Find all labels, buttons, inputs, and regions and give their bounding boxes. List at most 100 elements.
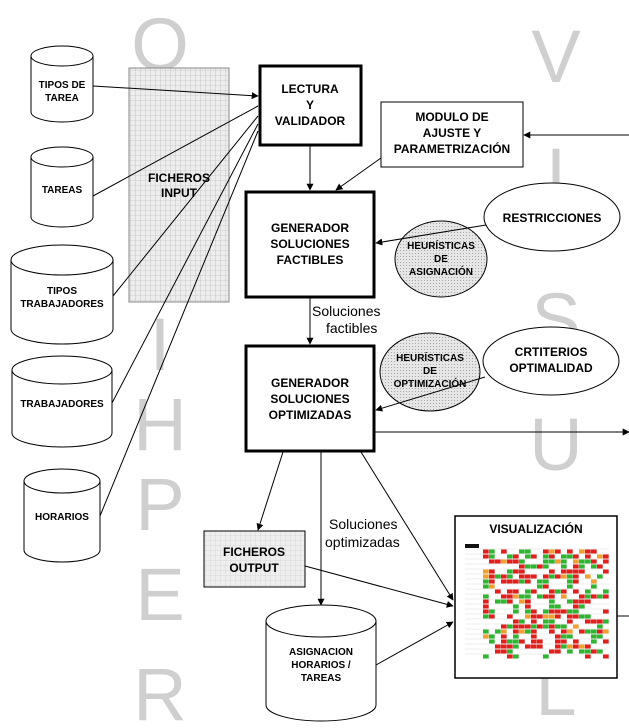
schedule-cell [603, 609, 609, 614]
schedule-cell [549, 589, 555, 594]
schedule-cell [549, 609, 555, 614]
schedule-cell [555, 574, 561, 579]
schedule-cell [513, 619, 519, 624]
schedule-cell [573, 644, 579, 649]
schedule-cell [603, 589, 609, 594]
watermark-letter: R [133, 653, 186, 728]
schedule-cell [531, 564, 537, 569]
schedule-cell [555, 614, 561, 619]
schedule-cell [585, 594, 591, 599]
schedule-cell [507, 589, 513, 594]
flow-arrows [256, 131, 629, 666]
schedule-cell [567, 599, 573, 604]
schedule-cell [489, 549, 495, 554]
soluciones-factibles-label: Soluciones factibles [312, 303, 381, 336]
schedule-cell [603, 654, 609, 659]
schedule-cell [591, 564, 597, 569]
schedule-cell [573, 624, 579, 629]
schedule-cell [507, 654, 513, 659]
schedule-cell [567, 619, 573, 624]
cylinder-asignacion: ASIGNACION HORARIOS / TAREAS [265, 604, 377, 722]
svg-text:HORARIOS: HORARIOS [35, 512, 89, 523]
schedule-cell [483, 569, 489, 574]
criterios-optimalidad-ellipse: CRTITERIOS OPTIMALIDAD [482, 326, 620, 396]
schedule-cell [483, 554, 489, 559]
schedule-cell [495, 559, 501, 564]
schedule-cell [507, 649, 513, 654]
cylinder-tareas: TAREAS [30, 146, 94, 228]
ficheros-input-label: FICHEROS [148, 171, 210, 185]
schedule-cell [489, 554, 495, 559]
svg-text:SOLUCIONES: SOLUCIONES [270, 392, 349, 406]
schedule-cell [519, 564, 525, 569]
schedule-cell [543, 564, 549, 569]
cylinder-trabajadores: TRABAJADORES [11, 355, 113, 448]
schedule-cell [525, 604, 531, 609]
svg-text:HEURÍSTICAS: HEURÍSTICAS [407, 239, 475, 252]
svg-text:AJUSTE Y: AJUSTE Y [423, 126, 481, 140]
schedule-cell [597, 629, 603, 634]
schedule-cell [549, 549, 555, 554]
schedule-cell [483, 594, 489, 599]
schedule-cell [573, 579, 579, 584]
schedule-cell [549, 649, 555, 654]
ficheros-input-panel: FICHEROS INPUT [128, 67, 230, 303]
schedule-cell [507, 644, 513, 649]
schedule-cell [555, 624, 561, 629]
schedule-cell [513, 609, 519, 614]
schedule-cell [501, 594, 507, 599]
schedule-cell [543, 654, 549, 659]
cylinder-horarios: HORARIOS [23, 468, 101, 563]
svg-text:factibles: factibles [326, 320, 377, 336]
schedule-cell [603, 594, 609, 599]
schedule-cell [519, 579, 525, 584]
schedule-cell [513, 639, 519, 644]
schedule-cell [555, 644, 561, 649]
schedule-cell [483, 599, 489, 604]
schedule-cell [597, 649, 603, 654]
schedule-cell [525, 624, 531, 629]
svg-text:TIPOS: TIPOS [47, 286, 77, 297]
schedule-cell [489, 569, 495, 574]
schedule-cell [555, 559, 561, 564]
schedule-cell [555, 639, 561, 644]
heuristicas-asignacion-ellipse: HEURÍSTICAS DE ASIGNACIÓN [394, 220, 488, 298]
schedule-cell [537, 584, 543, 589]
schedule-cell [501, 624, 507, 629]
schedule-cell [585, 559, 591, 564]
schedule-cell [549, 574, 555, 579]
schedule-cell [513, 654, 519, 659]
schedule-cell [507, 559, 513, 564]
schedule-cell [597, 634, 603, 639]
schedule-cell [573, 639, 579, 644]
svg-text:DE: DE [423, 366, 437, 377]
schedule-cell [573, 609, 579, 614]
schedule-cell [543, 579, 549, 584]
schedule-cell [531, 554, 537, 559]
schedule-cell [567, 634, 573, 639]
schedule-cell [489, 614, 495, 619]
svg-text:TRABAJADORES: TRABAJADORES [20, 299, 104, 310]
schedule-cell [537, 614, 543, 619]
schedule-cell [501, 574, 507, 579]
schedule-cell [561, 574, 567, 579]
schedule-cell [591, 559, 597, 564]
schedule-cell [531, 619, 537, 624]
schedule-cell [501, 639, 507, 644]
schedule-cell [495, 649, 501, 654]
generador-optimizadas-box: GENERADOR SOLUCIONES OPTIMIZADAS [244, 344, 376, 453]
schedule-cell [501, 579, 507, 584]
schedule-cell [543, 559, 549, 564]
schedule-cell [501, 644, 507, 649]
schedule-cell [603, 619, 609, 624]
schedule-cell [567, 584, 573, 589]
schedule-cell [531, 609, 537, 614]
schedule-cell [537, 564, 543, 569]
schedule-cell [483, 654, 489, 659]
schedule-cell [561, 589, 567, 594]
schedule-cell [483, 634, 489, 639]
schedule-cell [555, 634, 561, 639]
schedule-cell [507, 624, 513, 629]
schedule-cell [567, 569, 573, 574]
svg-text:OUTPUT: OUTPUT [229, 561, 279, 575]
